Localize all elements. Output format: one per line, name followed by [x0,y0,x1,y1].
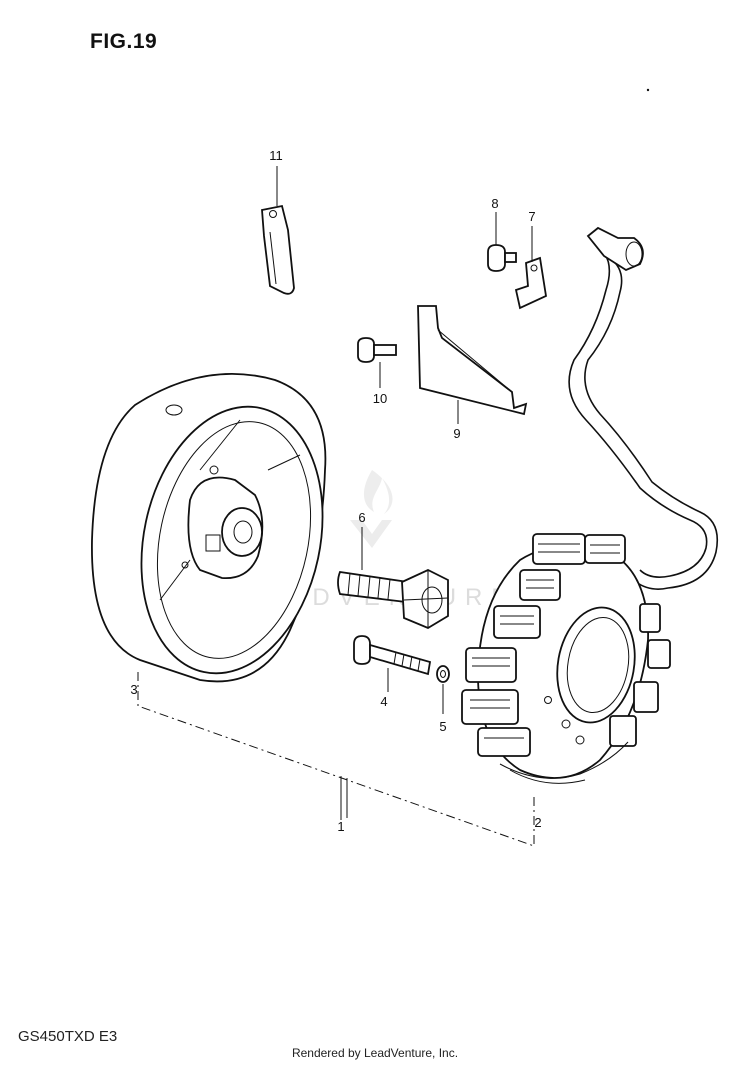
part-6-bolt[interactable] [337,569,449,630]
part-7-bracket[interactable] [514,256,547,310]
part-3-rotor[interactable] [91,372,346,690]
speck-mark [646,88,650,92]
leader-lines [137,166,535,847]
callout-10: 10 [373,391,387,406]
part-8-bolt[interactable] [487,244,517,272]
part-10-screw[interactable] [357,337,397,363]
part-2-stator[interactable] [461,226,719,784]
part-9-cover[interactable] [417,305,528,416]
watermark-logo [350,470,393,548]
callout-3: 3 [130,682,137,697]
callout-8: 8 [491,196,498,211]
callout-9: 9 [453,426,460,441]
footer-credit: Rendered by LeadVenture, Inc. [291,1046,459,1060]
callout-7: 7 [528,209,535,224]
callouts: 1 2 3 4 5 6 7 8 9 10 11 [130,148,541,834]
part-11-clip[interactable] [261,204,295,295]
model-code: GS450TXD E3 [18,1028,118,1045]
callout-1: 1 [337,819,344,834]
part-4-screw[interactable] [353,635,432,676]
part-5-washer[interactable] [436,665,450,683]
callout-6: 6 [358,510,365,525]
callout-5: 5 [439,719,446,734]
figure-title: FIG.19 [90,30,158,53]
callout-11: 11 [269,148,283,163]
callout-2: 2 [534,815,541,830]
callout-4: 4 [380,694,387,709]
